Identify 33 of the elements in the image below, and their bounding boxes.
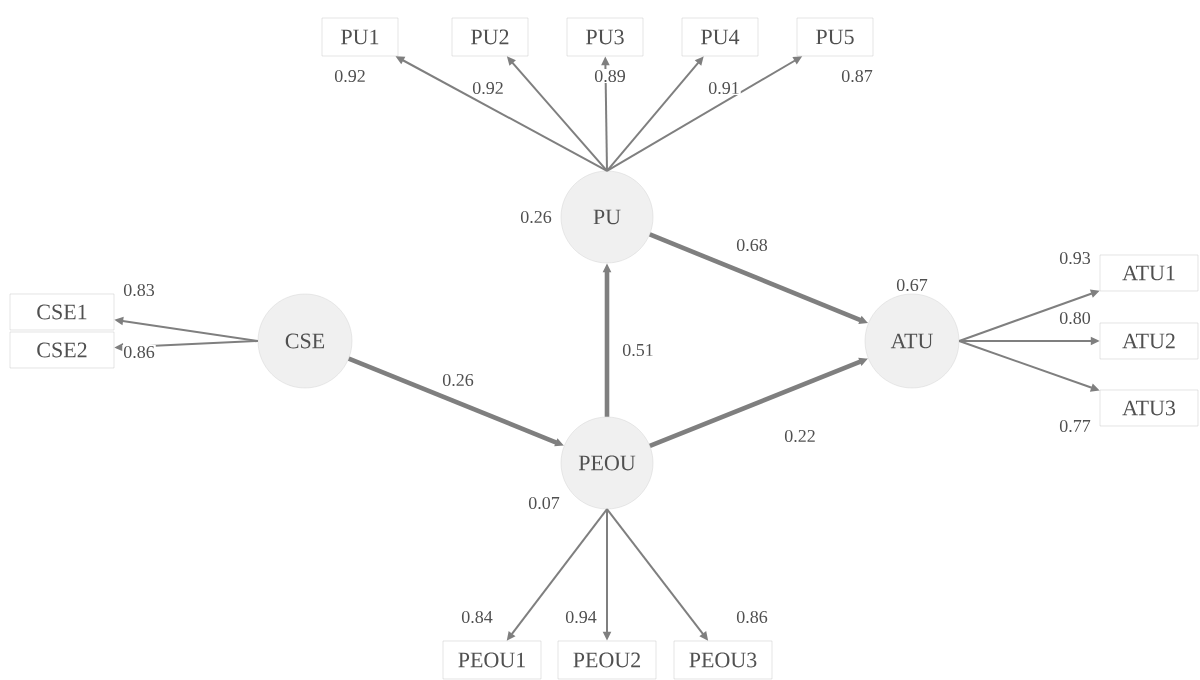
edge-label: 0.84	[460, 609, 494, 625]
edge-label: 0.91	[707, 80, 741, 96]
indicator-box: PU4	[681, 17, 759, 57]
edge-label: 0.86	[735, 609, 769, 625]
edge-label: 0.94	[564, 609, 598, 625]
indicator-box: CSE1	[9, 293, 115, 331]
edge-label: 0.86	[122, 344, 156, 360]
indicator-box: PU1	[321, 17, 399, 57]
edge-label: 0.83	[122, 282, 156, 298]
indicator-box: ATU3	[1099, 389, 1199, 427]
indicator-box: PU2	[451, 17, 529, 57]
edge-label: 0.77	[1058, 418, 1092, 434]
edge-label: 0.80	[1058, 310, 1092, 326]
edge-label: 0.92	[471, 80, 505, 96]
indicator-box: PEOU1	[442, 640, 542, 680]
indicator-box: PEOU2	[557, 640, 657, 680]
r-squared-value: 0.26	[520, 210, 552, 224]
edge-label: 0.87	[840, 68, 874, 84]
indicator-box: PU3	[566, 17, 644, 57]
indicator-box: ATU2	[1099, 322, 1199, 360]
indicator-box: PU5	[796, 17, 874, 57]
indicator-box: PEOU3	[673, 640, 773, 680]
edge-label: 0.22	[783, 428, 817, 444]
edge-label: 0.92	[333, 68, 367, 84]
edge-label: 0.26	[441, 372, 475, 388]
edge-label: 0.93	[1058, 250, 1092, 266]
edge-label: 0.68	[735, 237, 769, 253]
r-squared-value: 0.07	[528, 496, 560, 510]
r-squared-value: 0.67	[896, 278, 928, 292]
indicator-box: ATU1	[1099, 254, 1199, 292]
edge-label: 0.89	[593, 68, 627, 84]
indicator-box: CSE2	[9, 331, 115, 369]
edge-label: 0.51	[621, 342, 655, 358]
